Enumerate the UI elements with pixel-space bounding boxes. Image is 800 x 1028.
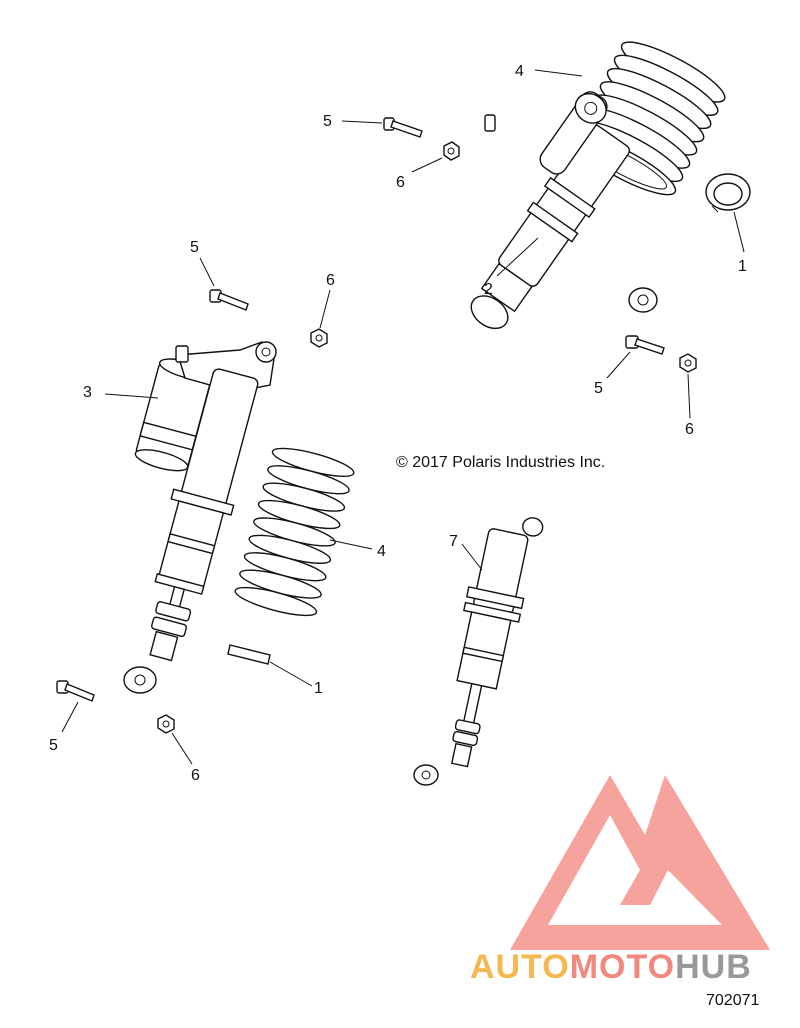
bolt-left-upper <box>209 289 249 311</box>
nut-left-upper <box>310 328 328 348</box>
nut-lower-left <box>157 714 175 734</box>
copyright-notice: © 2017 Polaris Industries Inc. <box>396 454 605 471</box>
callout-bolt-right: 5 <box>594 380 603 397</box>
spring-retainer-clip-lower <box>227 644 271 665</box>
callout-nut-left-upper: 6 <box>326 272 335 289</box>
callout-bolt-upper: 5 <box>323 113 332 130</box>
nut-upper <box>443 141 460 161</box>
automotohub-logo: AUTOMOTOHUB <box>470 775 770 986</box>
logo-triangle-mark <box>510 775 770 950</box>
spring-retainer-clip-upper <box>705 173 751 213</box>
callout-spring-lower: 4 <box>377 543 386 560</box>
bolt-lower-left <box>56 680 95 702</box>
callout-clip-upper: 1 <box>738 258 747 275</box>
bolt-right <box>625 335 665 355</box>
callout-nut-lower-left: 6 <box>191 767 200 784</box>
callout-shock-7: 7 <box>449 533 458 550</box>
callout-nut-upper: 6 <box>396 174 405 191</box>
callout-spring-upper: 4 <box>515 63 524 80</box>
coil-spring-lower <box>234 447 355 617</box>
shock-absorber-7 <box>413 517 544 786</box>
callout-bolt-lower-left: 5 <box>49 737 58 754</box>
bolt-upper-left <box>383 117 423 138</box>
coil-spring-upper <box>571 41 726 196</box>
callout-shock-2: 2 <box>484 281 493 298</box>
diagram-reference-number: 702071 <box>706 992 759 1009</box>
nut-right <box>679 353 697 373</box>
callout-shock-3: 3 <box>83 384 92 401</box>
shock-absorber-3 <box>123 341 277 694</box>
callout-clip-lower: 1 <box>314 680 323 697</box>
callout-nut-right: 6 <box>685 421 694 438</box>
leader-lines <box>61 69 745 765</box>
shock-absorber-2 <box>470 91 658 330</box>
logo-wordmark: AUTOMOTOHUB <box>470 948 752 986</box>
callout-bolt-left-upper: 5 <box>190 239 199 256</box>
